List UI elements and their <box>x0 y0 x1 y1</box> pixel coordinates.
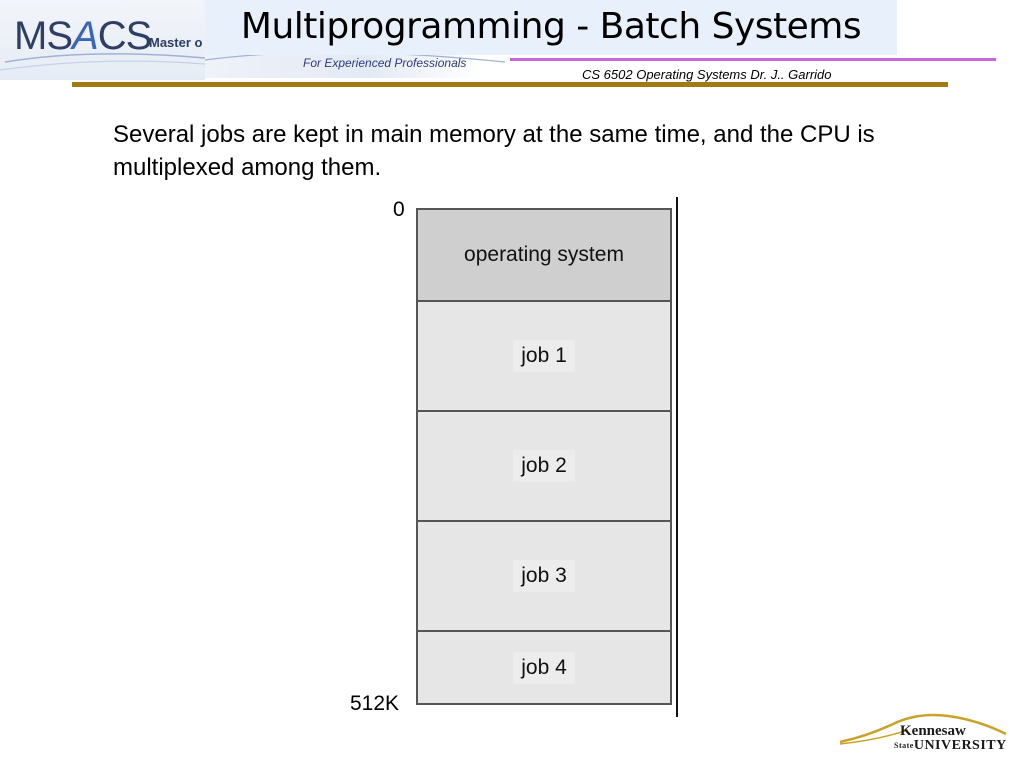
segment-label: job 4 <box>513 651 575 684</box>
logo-letter: S <box>125 14 153 58</box>
slide-title: Multiprogramming - Batch Systems <box>240 6 862 47</box>
memory-segment-job-4: job 4 <box>418 632 670 703</box>
end-address-label: 512K <box>350 692 400 715</box>
segment-label: job 2 <box>513 450 575 482</box>
logo-letter: M <box>14 14 47 58</box>
course-credit: CS 6502 Operating Systems Dr. J.. Garrid… <box>582 67 832 82</box>
ksu-university: UNIVERSITY <box>913 738 1007 753</box>
memory-segment-job-1: job 1 <box>418 302 670 412</box>
accent-line <box>510 58 996 61</box>
ksu-line1: Kennesaw <box>900 723 966 739</box>
ksu-wordmark: Kennesaw StateUNIVERSITY <box>894 724 1007 753</box>
logo-text: MSACS <box>14 14 153 58</box>
logo-letter: C <box>97 14 127 58</box>
segment-label: job 1 <box>513 340 575 372</box>
tagline: For Experienced Professionals <box>303 56 467 70</box>
start-address-label: 0 <box>393 198 405 221</box>
title-box: Multiprogramming - Batch Systems <box>205 0 897 55</box>
segment-label: job 3 <box>513 560 575 592</box>
logo-subtext: Master o <box>149 35 203 50</box>
logo-swoosh-graphic <box>0 53 205 71</box>
kennesaw-state-logo: Kennesaw StateUNIVERSITY <box>838 710 1008 762</box>
header-divider <box>72 82 948 87</box>
logo-letter: A <box>72 14 99 58</box>
memory-segment-os: operating system <box>418 210 670 302</box>
segment-label: operating system <box>464 243 624 266</box>
ksu-state: State <box>894 740 914 750</box>
logo-letter: S <box>46 14 73 58</box>
ksu-line2: StateUNIVERSITY <box>894 739 1007 753</box>
msacs-logo: MSACS Master o <box>0 0 205 80</box>
diagram-boundary-line <box>676 197 678 717</box>
intro-paragraph: Several jobs are kept in main memory at … <box>113 121 875 181</box>
memory-layout: operating system job 1 job 2 job 3 job 4 <box>416 208 672 705</box>
memory-segment-job-2: job 2 <box>418 412 670 522</box>
memory-segment-job-3: job 3 <box>418 522 670 632</box>
ksu-mountain-graphic <box>839 713 1007 745</box>
